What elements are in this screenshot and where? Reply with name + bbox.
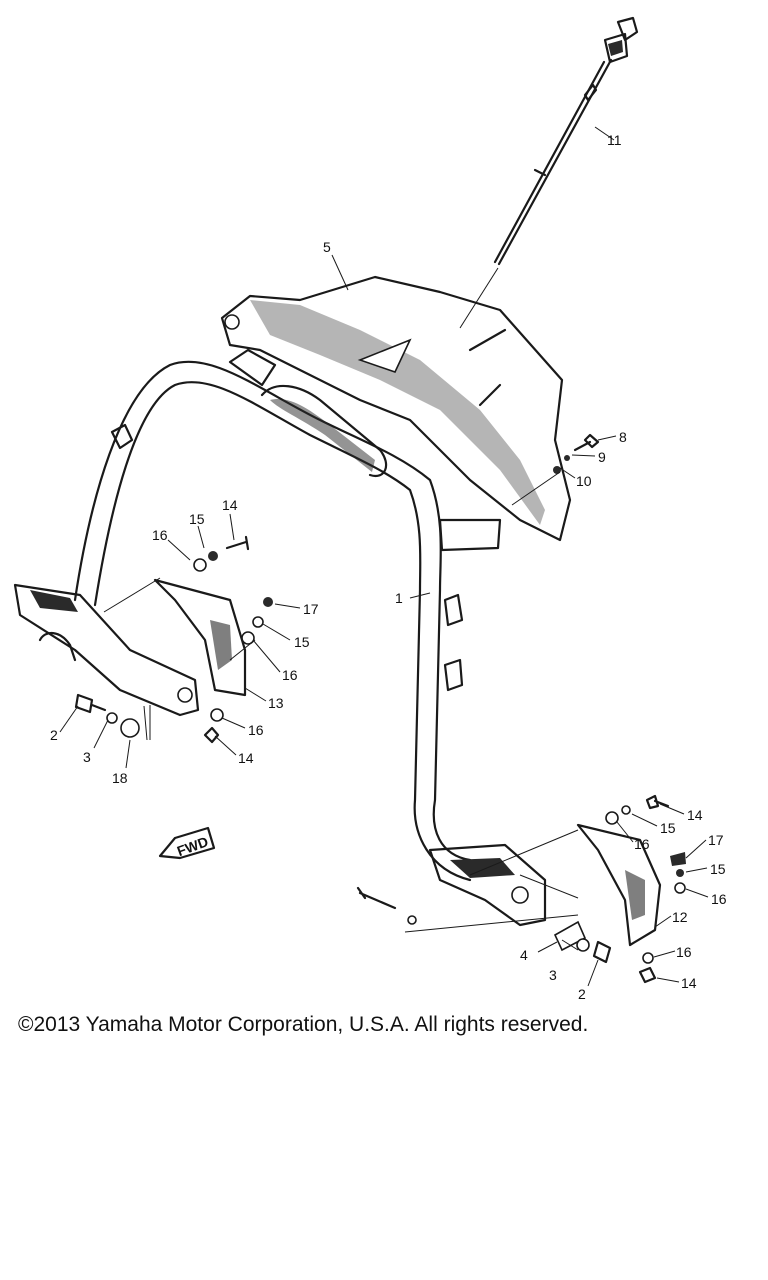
callout-3-a: 3 <box>83 749 91 765</box>
callout-15-c: 15 <box>660 820 676 836</box>
callout-16-b: 16 <box>282 667 298 683</box>
callout-16-c: 16 <box>248 722 264 738</box>
callout-2-b: 2 <box>578 986 586 1002</box>
left-arm-assembly <box>13 578 247 717</box>
callout-4: 4 <box>520 947 528 963</box>
fwd-arrow: FWD <box>158 826 216 859</box>
parts-diagram: FWD 11 5 8 9 <box>13 16 727 1002</box>
part-5-cover <box>220 275 572 542</box>
callout-15-b: 15 <box>294 634 310 650</box>
callout-14-b: 14 <box>238 750 254 766</box>
callout-15-d: 15 <box>710 861 726 877</box>
assembly-lines <box>103 267 579 933</box>
callout-9: 9 <box>598 449 606 465</box>
callout-16-f: 16 <box>676 944 692 960</box>
hardware-parts <box>74 433 686 984</box>
callout-2-a: 2 <box>50 727 58 743</box>
callout-14-a: 14 <box>222 497 238 513</box>
callout-8: 8 <box>619 429 627 445</box>
callout-labels: 11 5 8 9 10 1 14 15 16 17 15 16 13 16 14… <box>50 132 727 1002</box>
callout-10: 10 <box>576 473 592 489</box>
callout-16-d: 16 <box>634 836 650 852</box>
part-1-frame <box>73 348 502 882</box>
callout-16-e: 16 <box>711 891 727 907</box>
part-11-cable <box>493 16 639 266</box>
callout-13: 13 <box>268 695 284 711</box>
callout-12: 12 <box>672 909 688 925</box>
copyright-notice: ©2013 Yamaha Motor Corporation, U.S.A. A… <box>18 1013 589 1036</box>
callout-17-b: 17 <box>708 832 724 848</box>
callout-15-a: 15 <box>189 511 205 527</box>
callout-3-b: 3 <box>549 967 557 983</box>
callout-14-d: 14 <box>681 975 697 991</box>
callout-leaders <box>59 126 709 987</box>
callout-16-a: 16 <box>152 527 168 543</box>
callout-14-c: 14 <box>687 807 703 823</box>
callout-11: 11 <box>607 132 622 148</box>
callout-17-a: 17 <box>303 601 319 617</box>
callout-18: 18 <box>112 770 128 786</box>
callout-1: 1 <box>395 590 403 606</box>
callout-5: 5 <box>323 239 331 255</box>
